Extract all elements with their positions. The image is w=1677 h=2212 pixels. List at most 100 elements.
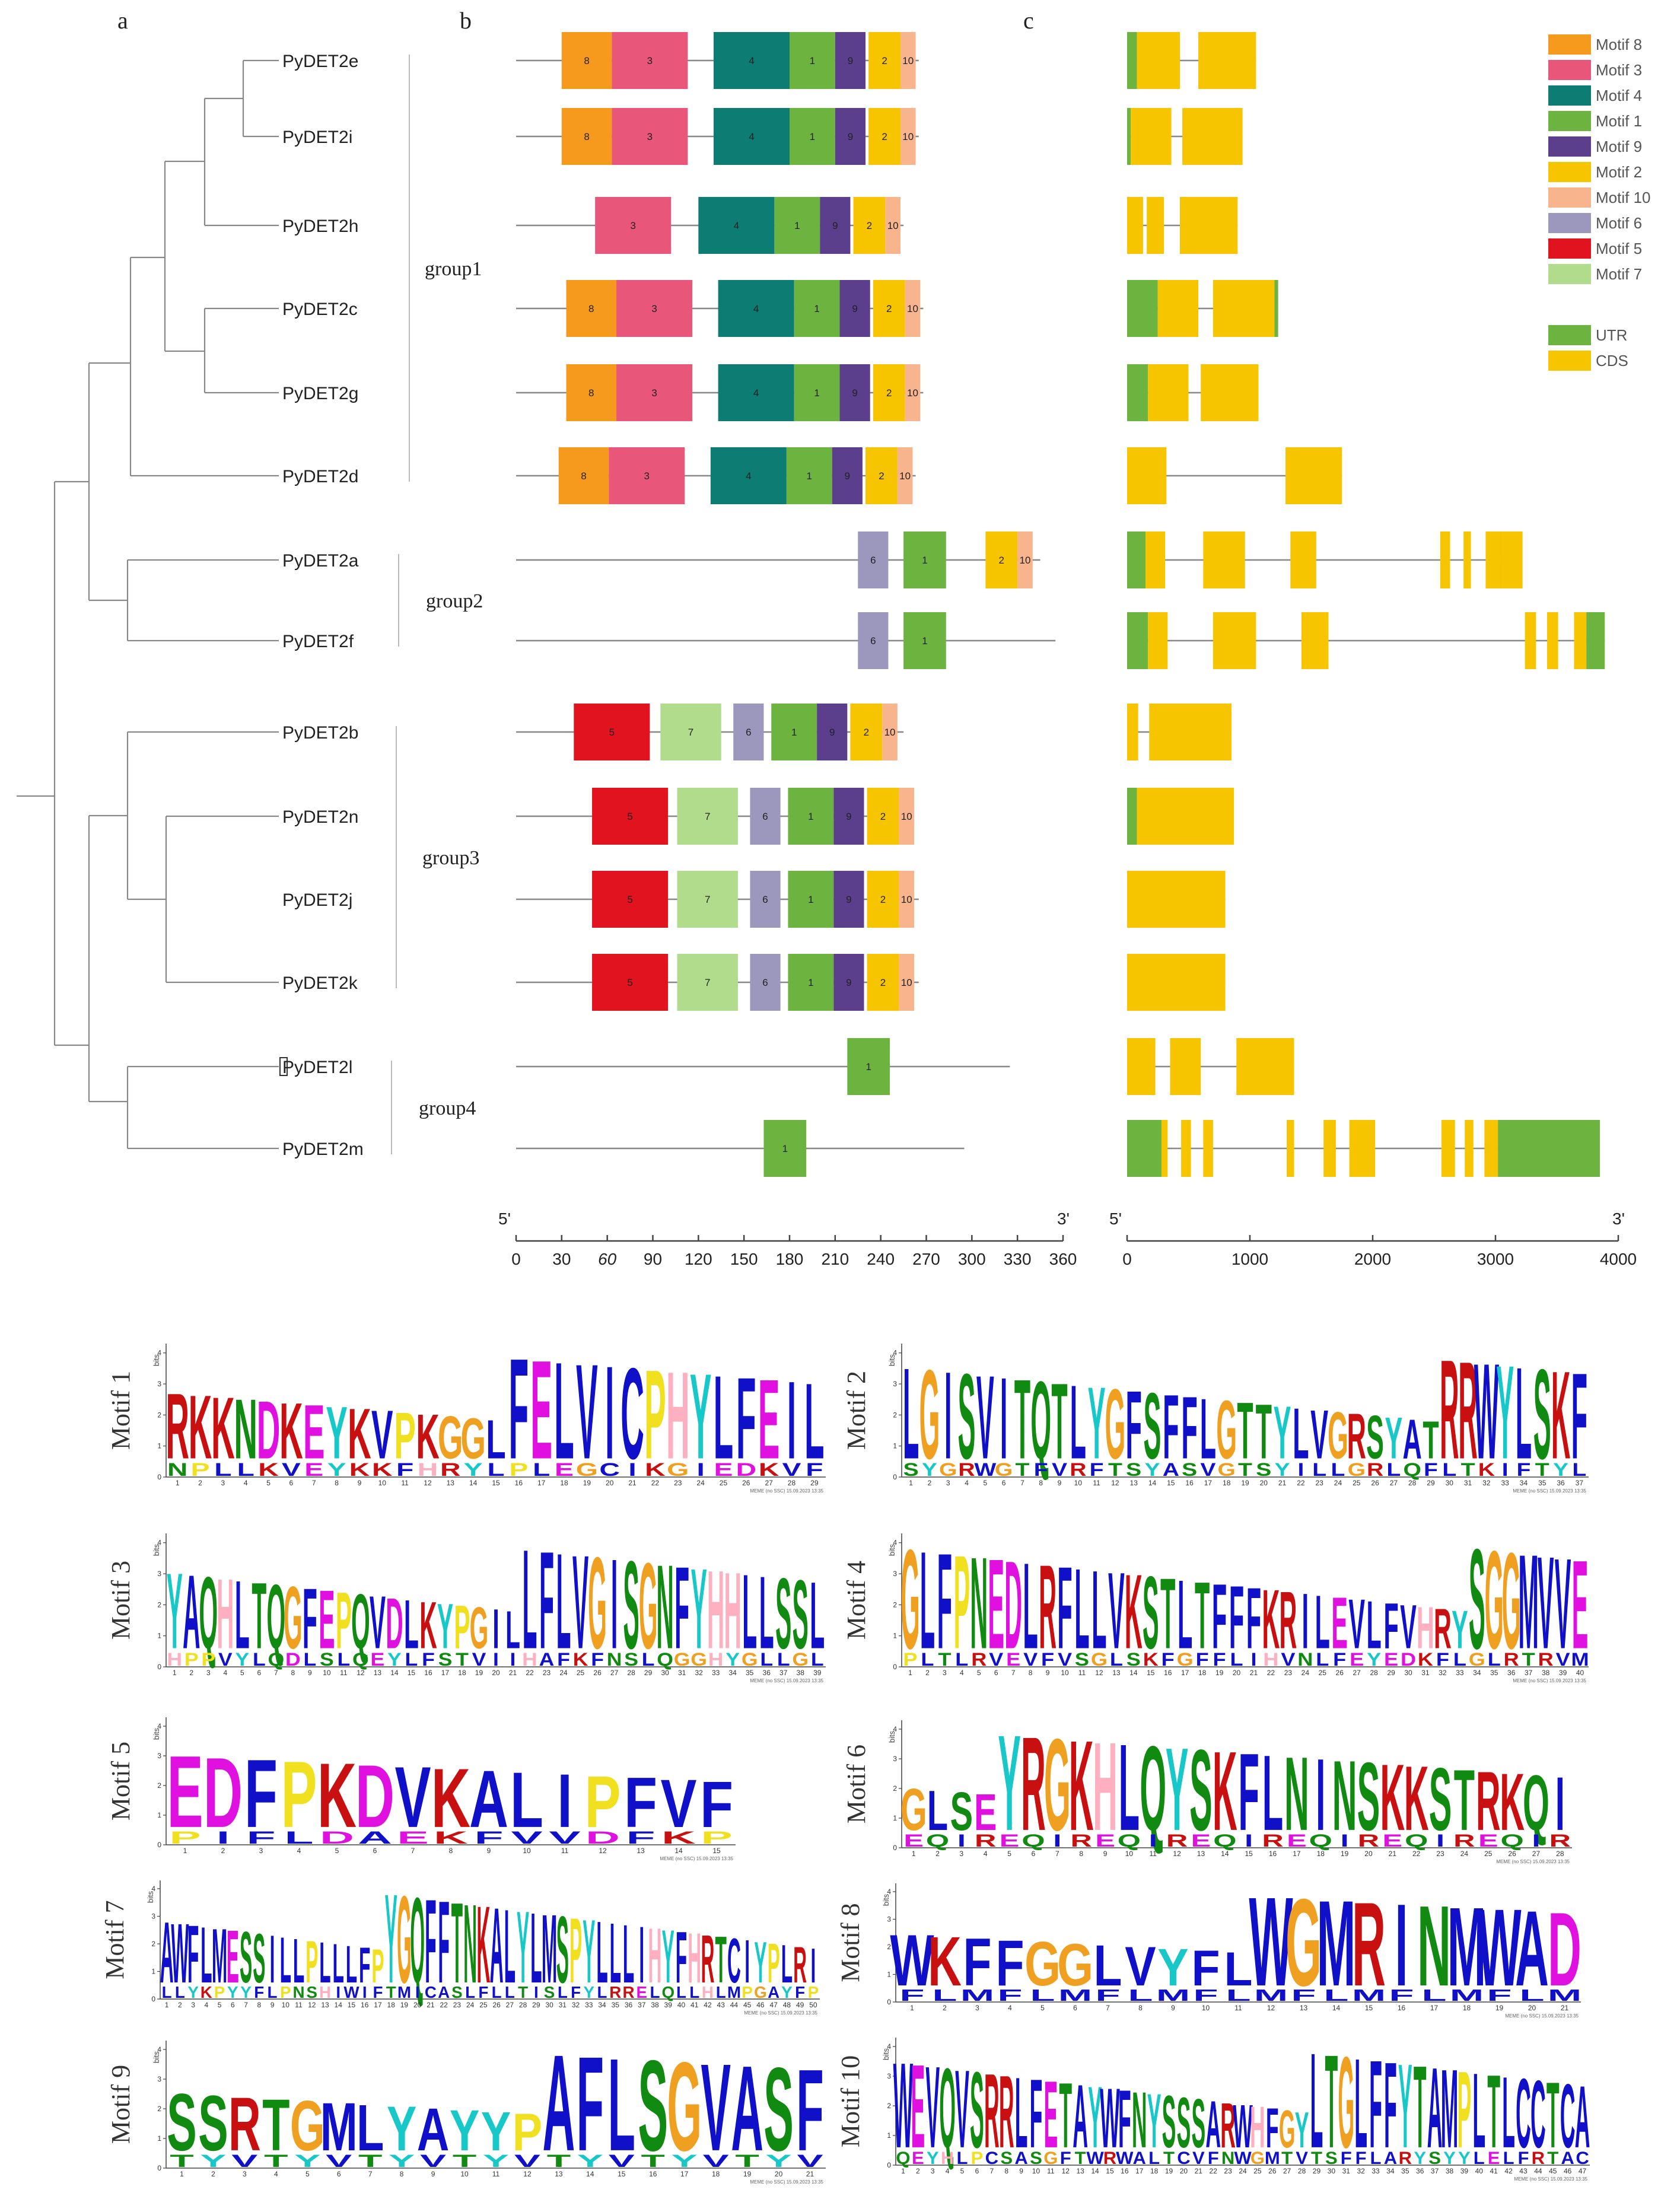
motif-1-box <box>788 954 834 1011</box>
logo-residue-letter-minor: I <box>336 1983 341 2001</box>
utr-segment <box>1127 280 1158 337</box>
logo-residue-letter: I <box>1316 1739 1325 1853</box>
logo-residue-letter-minor: H <box>418 1459 438 1480</box>
logo-position-tick: 29 <box>1427 1479 1435 1487</box>
logo-position-tick: 37 <box>1431 2167 1439 2175</box>
gene-label-PyDET2h: PyDET2h <box>282 217 358 236</box>
motif-7-number: 7 <box>705 977 710 988</box>
motif-5-box <box>574 704 650 760</box>
motif-2-box <box>868 32 900 89</box>
logo-position-tick: 22 <box>526 1669 534 1677</box>
logo-bits-label: bits <box>887 1354 896 1366</box>
logo-residue-letter: G <box>1338 2030 1354 2175</box>
logo-residue-letter: I <box>787 1360 796 1483</box>
logo-residue-letter-minor: L <box>162 1983 172 2001</box>
logo-position-tick: 10 <box>1125 1850 1134 1858</box>
logo-residue-letter: D <box>386 1584 403 1664</box>
logo-position-tick: 14 <box>1221 1850 1229 1858</box>
motif-10-number: 10 <box>902 55 914 66</box>
motif-logos: Motif 1bits01234RN1KP2KL3NL4DK5KV6EE7YY8… <box>100 1329 1590 2185</box>
logo-residue-letter-minor: V <box>1058 1649 1073 1670</box>
logo-y-tick-label: 1 <box>887 1970 891 1978</box>
legend-label-m6: Motif 6 <box>1596 214 1642 232</box>
cds-segment <box>1525 612 1536 669</box>
logo-position-tick: 20 <box>492 1669 500 1677</box>
logo-position-tick: 24 <box>466 2001 475 2009</box>
logo-residue-letter-minor: I <box>534 1983 539 2001</box>
logo-position-tick: 6 <box>1073 2004 1077 2012</box>
logo-position-tick: 24 <box>1301 1669 1310 1677</box>
logo-position-tick: 20 <box>1528 2004 1536 2012</box>
logo-residue-letter-minor: Y <box>227 1983 238 2001</box>
logo-residue-letter: L <box>280 1924 291 1997</box>
logo-position-tick: 2 <box>935 1850 940 1858</box>
logo-residue-letter: L <box>742 1554 757 1672</box>
motif-4-box <box>698 197 775 254</box>
logo-y-tick-label: 3 <box>151 1912 155 1920</box>
logo-position-tick: 44 <box>730 2001 739 2009</box>
logo-residue-letter-minor: L <box>558 1983 568 2001</box>
motif-3-number: 3 <box>651 387 657 399</box>
motif-1-box <box>790 32 835 89</box>
motif-9-number: 9 <box>846 894 851 905</box>
logo-position-tick: 19 <box>1241 1479 1249 1487</box>
logo-residue-letter-minor: V <box>989 1649 1004 1670</box>
logo-residue-letter-minor: P <box>903 1649 917 1670</box>
logo-residue-letter-minor: T <box>358 2151 382 2170</box>
logo-residue-letter-minor: A <box>358 1828 392 1848</box>
logo-residue-letter-minor: A <box>768 1983 779 2001</box>
cds-segment <box>1213 280 1275 337</box>
logo-residue-letter: C <box>727 1925 741 1996</box>
logo-residue-letter-minor: V <box>1192 2149 1205 2168</box>
motif-2-number: 2 <box>882 55 887 66</box>
logo-position-tick: 27 <box>1353 1669 1361 1677</box>
motif-axis-tick-label: 330 <box>1004 1250 1032 1268</box>
logo-residue-letter: G <box>470 1596 489 1662</box>
gene-label-PyDET2k: PyDET2k <box>282 973 358 993</box>
logo-position-tick: 3 <box>931 2167 935 2175</box>
logo-position-tick: 15 <box>1147 1669 1155 1677</box>
logo-residue-letter: H <box>724 1551 741 1672</box>
cds-segment <box>1463 531 1471 588</box>
logo-position-tick: 27 <box>506 2001 514 2009</box>
logo-residue-letter-minor: I <box>1297 1459 1304 1480</box>
logo-residue-letter-minor: S <box>320 1650 334 1670</box>
logo-residue-letter-minor: V <box>420 2151 446 2170</box>
utr-segment <box>1127 364 1148 421</box>
logo-residue-letter: T <box>451 1880 463 2007</box>
legend-swatch-utr <box>1548 325 1591 345</box>
logo-residue-letter: S <box>638 2033 668 2178</box>
legend-label-m1: Motif 1 <box>1596 112 1642 130</box>
logo-residue-letter: L <box>333 1933 344 1994</box>
logo-residue-letter: T <box>262 2084 289 2166</box>
logo-residue-letter: W <box>1474 1336 1499 1488</box>
logo-residue-letter: K <box>431 1752 470 1845</box>
logo-position-tick: 27 <box>1283 2167 1291 2175</box>
gene-axis-tick-label: 0 <box>1122 1250 1132 1268</box>
logo-position-tick: 35 <box>1538 1479 1546 1487</box>
logo-residue-letter-minor: Q <box>657 1650 673 1670</box>
motif-5-number: 5 <box>627 894 632 905</box>
logo-residue-letter: I <box>944 1347 952 1485</box>
logo-residue-letter: V <box>576 1337 598 1488</box>
logo-residue-letter: Y <box>1295 2102 1309 2158</box>
logo-position-tick: 38 <box>1446 2167 1454 2175</box>
logo-position-tick: 8 <box>291 1669 295 1677</box>
logo-position-tick: 12 <box>1095 1669 1103 1677</box>
logo-residue-letter-minor: H <box>1263 1649 1278 1670</box>
logo-position-tick: 21 <box>427 2001 435 2009</box>
logo-y-tick-label: 0 <box>887 2161 891 2169</box>
logo-y-tick-label: 2 <box>157 1781 161 1790</box>
logo-position-tick: 11 <box>295 2001 303 2009</box>
logo-position-tick: 30 <box>661 1669 669 1677</box>
logo-position-tick: 38 <box>1542 1669 1550 1677</box>
logo-residue-letter: V <box>572 1529 588 1677</box>
logo-residue-letter: L <box>510 1756 543 1844</box>
legend-label-m7: Motif 7 <box>1596 265 1642 283</box>
logo-residue-letter: P <box>1458 2049 1472 2172</box>
cds-segment <box>1546 612 1558 669</box>
logo-y-tick-label: 4 <box>893 1349 897 1357</box>
motif-10-box <box>897 447 913 504</box>
logo-y-tick-label: 3 <box>893 1380 897 1388</box>
logo-residue-letter: L <box>1200 1380 1216 1476</box>
